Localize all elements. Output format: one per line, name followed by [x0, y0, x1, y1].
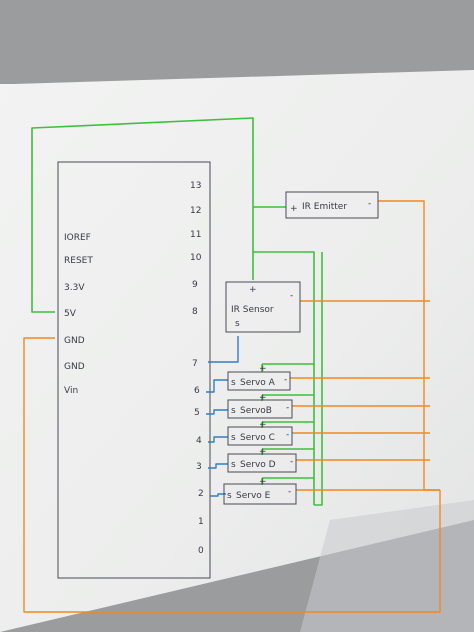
servo-a-signal: s [231, 378, 236, 388]
ground-wire-emitter [378, 200, 440, 491]
power-wires [31, 117, 323, 506]
pin-label-gnd-1: GND [64, 336, 85, 346]
servo-c-label: Servo C [240, 433, 275, 443]
pin-label-5: 5 [194, 408, 200, 418]
ir-sensor-signal: s [235, 319, 240, 329]
pin-label-3: 3 [196, 462, 202, 472]
pin-label-5v: 5V [64, 309, 77, 319]
pin-label-12: 12 [190, 206, 201, 216]
ir-emitter: + IR Emitter - [285, 191, 379, 219]
servo-a-label: Servo A [240, 378, 276, 388]
servo-d-minus: - [290, 457, 293, 467]
servo-e-signal: s [227, 491, 232, 501]
servo-d-signal: s [231, 460, 236, 470]
pin-label-1: 1 [198, 517, 204, 527]
servo-b-signal: s [231, 406, 236, 416]
pin-label-2: 2 [198, 489, 204, 499]
board-right-pins: 13 12 11 10 9 8 7 6 5 4 3 2 1 0 [190, 181, 204, 556]
ir-sensor: + IR Sensor - s [225, 281, 301, 333]
servo-b-box [227, 399, 293, 419]
pin-label-ioref: IOREF [64, 233, 91, 243]
servo-a-minus: - [284, 375, 287, 385]
servo-a-plus: + [259, 364, 267, 374]
pin-label-11: 11 [190, 230, 201, 240]
servo-e-label: Servo E [236, 491, 271, 501]
signal-wire-pin5-servo-b [206, 409, 228, 415]
servo-e: + s Servo E - [223, 477, 297, 505]
servo-a: + s Servo A - [227, 364, 291, 391]
servo-b: + s ServoB - [227, 393, 293, 419]
pin-label-7: 7 [192, 359, 198, 369]
ir-emitter-minus: - [368, 199, 371, 209]
ir-emitter-box [285, 191, 379, 219]
servo-e-plus: + [259, 477, 267, 487]
pin-label-0: 0 [198, 546, 204, 556]
power-wire-sensor [253, 251, 315, 505]
ir-sensor-box [225, 281, 301, 333]
servo-c-minus: - [286, 430, 289, 440]
servo-d-box [227, 453, 297, 473]
pin-label-13: 13 [190, 181, 201, 191]
ir-emitter-plus: + [290, 204, 298, 214]
servo-e-box [223, 483, 297, 505]
ir-emitter-label: IR Emitter [302, 202, 347, 212]
signal-wire-pin3-servo-d [208, 463, 228, 469]
pin-label-4: 4 [196, 436, 202, 446]
servo-c-plus: + [259, 420, 267, 430]
servo-b-plus: + [259, 393, 267, 403]
servo-d: + s Servo D - [227, 447, 297, 473]
servo-c-box [227, 426, 293, 446]
pin-label-8: 8 [192, 307, 198, 317]
signal-wire-pin6-servo-a [206, 379, 228, 393]
pin-label-9: 9 [192, 280, 198, 290]
signal-wire-pin7-sensor [208, 336, 239, 363]
servo-c-signal: s [231, 433, 236, 443]
power-wire-5v-loop [31, 117, 254, 313]
signal-wire-pin2-servo-e [210, 493, 226, 497]
pin-label-3v3: 3.3V [64, 283, 85, 293]
pin-label-6: 6 [194, 386, 200, 396]
board-left-pins: IOREF RESET 3.3V 5V GND GND Vin [64, 233, 93, 396]
signal-wire-pin4-servo-c [208, 436, 228, 443]
servo-d-plus: + [259, 447, 267, 457]
ground-wires [23, 200, 441, 613]
pin-label-reset: RESET [64, 256, 93, 266]
servo-c: + s Servo C - [227, 420, 293, 446]
pin-label-gnd-2: GND [64, 362, 85, 372]
ir-sensor-label: IR Sensor [231, 305, 274, 315]
servo-b-minus: - [286, 403, 289, 413]
pin-label-vin: Vin [64, 386, 78, 396]
servo-d-label: Servo D [240, 460, 276, 470]
arduino-board [57, 161, 211, 579]
servo-a-box [227, 371, 291, 391]
servo-e-minus: - [288, 487, 291, 497]
power-wire-bus-end [314, 252, 323, 506]
signal-wires [206, 336, 239, 497]
ground-wire-main [23, 337, 441, 613]
servo-b-label: ServoB [240, 406, 272, 416]
pin-label-10: 10 [190, 253, 202, 263]
ir-sensor-minus: - [290, 291, 293, 301]
ir-sensor-plus: + [249, 285, 257, 295]
